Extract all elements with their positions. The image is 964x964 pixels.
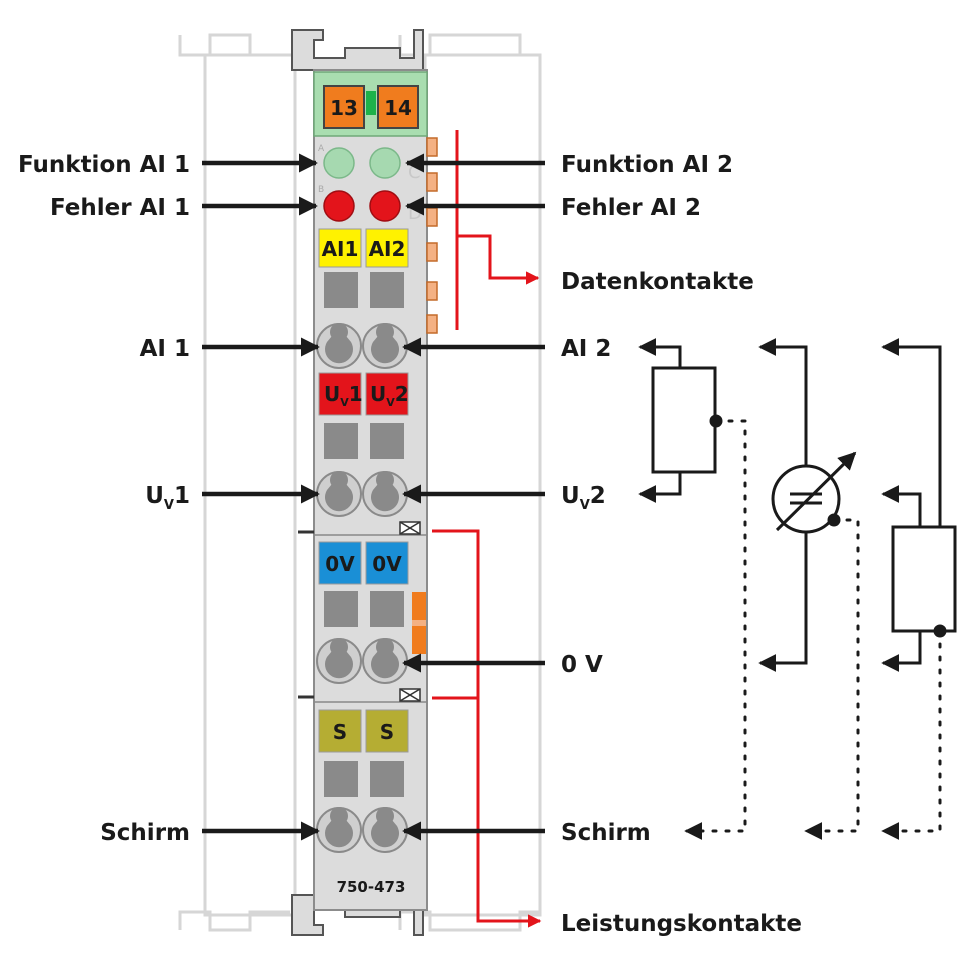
power-contact-strip-gap [412, 620, 426, 626]
label-uv2-right: UV2 [561, 483, 606, 513]
release-slot-1b[interactable] [370, 272, 404, 308]
power-jumper-bottom [399, 688, 421, 702]
label-fehler-ai1: Fehler AI 1 [50, 195, 190, 221]
label-0v-1 [318, 541, 362, 585]
release-slot-4a[interactable] [324, 761, 358, 797]
label-ai1-text: AI1 [322, 237, 359, 261]
top-rail-clip [291, 29, 424, 71]
clamp-0v-1[interactable] [316, 638, 362, 684]
label-ai1 [318, 228, 362, 268]
release-slot-1a[interactable] [324, 272, 358, 308]
label-0v-2-text: 0V [372, 552, 402, 576]
label-ai2 [365, 228, 409, 268]
clamp-0v-2[interactable] [362, 638, 408, 684]
clamp-schirm-2[interactable] [362, 807, 408, 853]
sensor-potentiometer [638, 338, 747, 840]
sensor-variable-resistor [758, 338, 860, 840]
header-link [366, 91, 376, 115]
label-uv2 [365, 372, 409, 416]
clamp-uv2[interactable] [362, 471, 408, 517]
label-s-2 [365, 709, 409, 753]
label-ai2-right: AI 2 [561, 336, 611, 362]
label-uv2-text: UV2 [370, 382, 409, 409]
label-funktion-ai2: Funktion AI 2 [561, 152, 733, 178]
label-0v-1-text: 0V [325, 552, 355, 576]
label-0v: 0 V [561, 652, 603, 678]
data-contact-tabs [426, 137, 438, 334]
label-ai1-left: AI 1 [140, 336, 190, 362]
datenkontakte-bracket [455, 130, 540, 330]
label-uv1-text: UV1 [324, 382, 363, 409]
sensor-resistor [881, 338, 957, 840]
led-fehler-ai1 [323, 190, 355, 222]
label-leistungskontakte: Leistungskontakte [561, 911, 802, 937]
label-uv1 [318, 372, 362, 416]
release-slot-2b[interactable] [370, 423, 404, 459]
terminal-13-label: 13 [330, 96, 358, 120]
label-schirm-left: Schirm [100, 820, 190, 846]
clamp-uv1[interactable] [316, 471, 362, 517]
label-funktion-ai1: Funktion AI 1 [18, 152, 190, 178]
label-0v-2 [365, 541, 409, 585]
release-slot-4b[interactable] [370, 761, 404, 797]
release-slot-3b[interactable] [370, 591, 404, 627]
label-ai2-text: AI2 [369, 237, 406, 261]
label-s-1-text: S [333, 720, 347, 744]
label-s-1 [318, 709, 362, 753]
label-s-2-text: S [380, 720, 394, 744]
label-fehler-ai2: Fehler AI 2 [561, 195, 701, 221]
terminal-module: 13 14 A C B D AI1 AI2 [291, 29, 438, 936]
leistungskontakte-bracket [432, 529, 542, 928]
terminal-14[interactable] [377, 85, 419, 129]
clamp-ai1[interactable] [316, 323, 362, 369]
right-arrows [402, 153, 545, 841]
release-slot-3a[interactable] [324, 591, 358, 627]
left-arrows [202, 153, 320, 841]
clamp-schirm-1[interactable] [316, 807, 362, 853]
label-uv1-left: UV1 [145, 483, 190, 513]
terminal-14-label: 14 [384, 96, 412, 120]
led-funktion-ai1 [323, 147, 355, 179]
led-letter-a: A [318, 144, 325, 154]
label-schirm-right: Schirm [561, 820, 651, 846]
terminal-13[interactable] [323, 85, 365, 129]
label-datenkontakte: Datenkontakte [561, 269, 754, 295]
led-funktion-ai2 [369, 147, 401, 179]
power-jumper-top [399, 521, 421, 535]
led-fehler-ai2 [369, 190, 401, 222]
clamp-ai2[interactable] [362, 323, 408, 369]
led-letter-b: B [318, 185, 324, 195]
release-slot-2a[interactable] [324, 423, 358, 459]
model-number: 750-473 [337, 878, 406, 896]
